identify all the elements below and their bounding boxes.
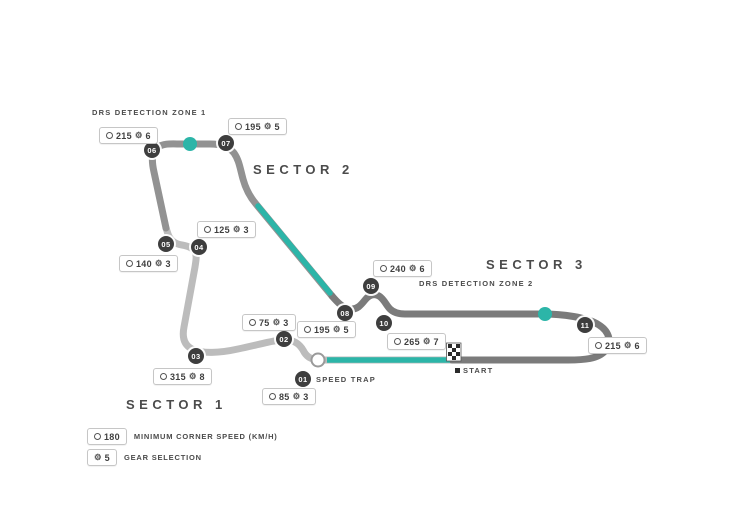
corner-badge-03: 03 [188, 348, 204, 364]
speed-icon [204, 226, 211, 233]
gear-icon: ⚙ [134, 130, 143, 141]
corner-info-03: 315⚙8 [153, 368, 212, 385]
start-label-row: START [455, 366, 493, 375]
speed-trap-dot [310, 352, 326, 368]
speed-icon [394, 338, 401, 345]
gear-icon: ⚙ [272, 317, 281, 328]
drs-detection-zone-1-label: DRS DETECTION ZONE 1 [92, 108, 207, 117]
corner-gear-value: 6 [145, 130, 151, 141]
legend-gear-box: ⚙ 5 [87, 449, 117, 466]
legend-min-corner-speed: 180 MINIMUM CORNER SPEED (KM/H) [87, 428, 278, 445]
drs-zone-1-segment [255, 203, 333, 296]
corner-gear-value: 7 [433, 336, 439, 347]
legend-speed-text: MINIMUM CORNER SPEED (KM/H) [133, 432, 278, 441]
legend-speed-box: 180 [87, 428, 127, 445]
corner-info-11: 215⚙6 [588, 337, 647, 354]
legend-gear-value: 5 [104, 452, 110, 463]
corner-info-09: 240⚙6 [373, 260, 432, 277]
corner-info-05: 140⚙3 [119, 255, 178, 272]
start-finish-flag [446, 342, 462, 362]
gear-icon: ⚙ [263, 121, 272, 132]
corner-gear-value: 3 [165, 258, 171, 269]
speed-icon [126, 260, 133, 267]
corner-gear-value: 5 [274, 121, 280, 132]
gear-icon: ⚙ [154, 258, 163, 269]
speed-icon [160, 373, 167, 380]
speed-icon [94, 433, 101, 440]
corner-speed-value: 315 [170, 371, 186, 382]
corner-speed-value: 265 [404, 336, 420, 347]
corner-info-07: 195⚙5 [228, 118, 287, 135]
corner-badge-08: 08 [337, 305, 353, 321]
corner-info-01: 85⚙3 [262, 388, 316, 405]
sector-3-label: SECTOR 3 [486, 257, 587, 272]
speed-icon [595, 342, 602, 349]
gear-icon: ⚙ [623, 340, 632, 351]
legend-speed-value: 180 [104, 431, 120, 442]
gear-icon: ⚙ [94, 452, 102, 463]
gear-icon: ⚙ [232, 224, 241, 235]
track-sector-3 [328, 291, 613, 364]
speed-icon [106, 132, 113, 139]
corner-info-04: 125⚙3 [197, 221, 256, 238]
gear-icon: ⚙ [408, 263, 417, 274]
drs-detection-zone-2-label: DRS DETECTION ZONE 2 [419, 279, 534, 288]
corner-gear-value: 3 [283, 317, 289, 328]
legend-gear-text: GEAR SELECTION [123, 453, 202, 462]
corner-badge-02: 02 [276, 331, 292, 347]
speed-icon [269, 393, 276, 400]
corner-gear-value: 3 [243, 224, 249, 235]
speed-trap-label: SPEED TRAP [316, 375, 376, 384]
corner-speed-value: 195 [245, 121, 261, 132]
start-marker-icon [455, 368, 460, 373]
corner-speed-value: 195 [314, 324, 330, 335]
corner-info-10: 265⚙7 [387, 333, 446, 350]
corner-badge-01: 01 [295, 371, 311, 387]
corner-badge-11: 11 [577, 317, 593, 333]
drs-detection-1-dot [183, 137, 197, 151]
start-label: START [463, 366, 494, 375]
speed-icon [249, 319, 256, 326]
corner-speed-value: 215 [605, 340, 621, 351]
corner-gear-value: 3 [303, 391, 309, 402]
corner-badge-07: 07 [218, 135, 234, 151]
gear-icon: ⚙ [422, 336, 431, 347]
corner-badge-10: 10 [376, 315, 392, 331]
corner-badge-04: 04 [191, 239, 207, 255]
gear-icon: ⚙ [188, 371, 197, 382]
speed-icon [380, 265, 387, 272]
corner-gear-value: 5 [343, 324, 349, 335]
corner-speed-value: 75 [259, 317, 270, 328]
corner-badge-06: 06 [144, 142, 160, 158]
corner-speed-value: 125 [214, 224, 230, 235]
gear-icon: ⚙ [292, 391, 301, 402]
corner-info-02: 75⚙3 [242, 314, 296, 331]
corner-gear-value: 6 [419, 263, 425, 274]
sector-2-label: SECTOR 2 [253, 162, 354, 177]
corner-speed-value: 140 [136, 258, 152, 269]
corner-speed-value: 215 [116, 130, 132, 141]
corner-badge-09: 09 [363, 278, 379, 294]
corner-badge-05: 05 [158, 236, 174, 252]
corner-speed-value: 85 [279, 391, 290, 402]
corner-gear-value: 6 [634, 340, 640, 351]
speed-icon [304, 326, 311, 333]
corner-info-06: 215⚙6 [99, 127, 158, 144]
corner-gear-value: 8 [199, 371, 205, 382]
gear-icon: ⚙ [332, 324, 341, 335]
corner-speed-value: 240 [390, 263, 406, 274]
legend-gear-selection: ⚙ 5 GEAR SELECTION [87, 449, 202, 466]
speed-icon [235, 123, 242, 130]
corner-info-08: 195⚙5 [297, 321, 356, 338]
drs-detection-2-dot [538, 307, 552, 321]
sector-1-label: SECTOR 1 [126, 397, 227, 412]
